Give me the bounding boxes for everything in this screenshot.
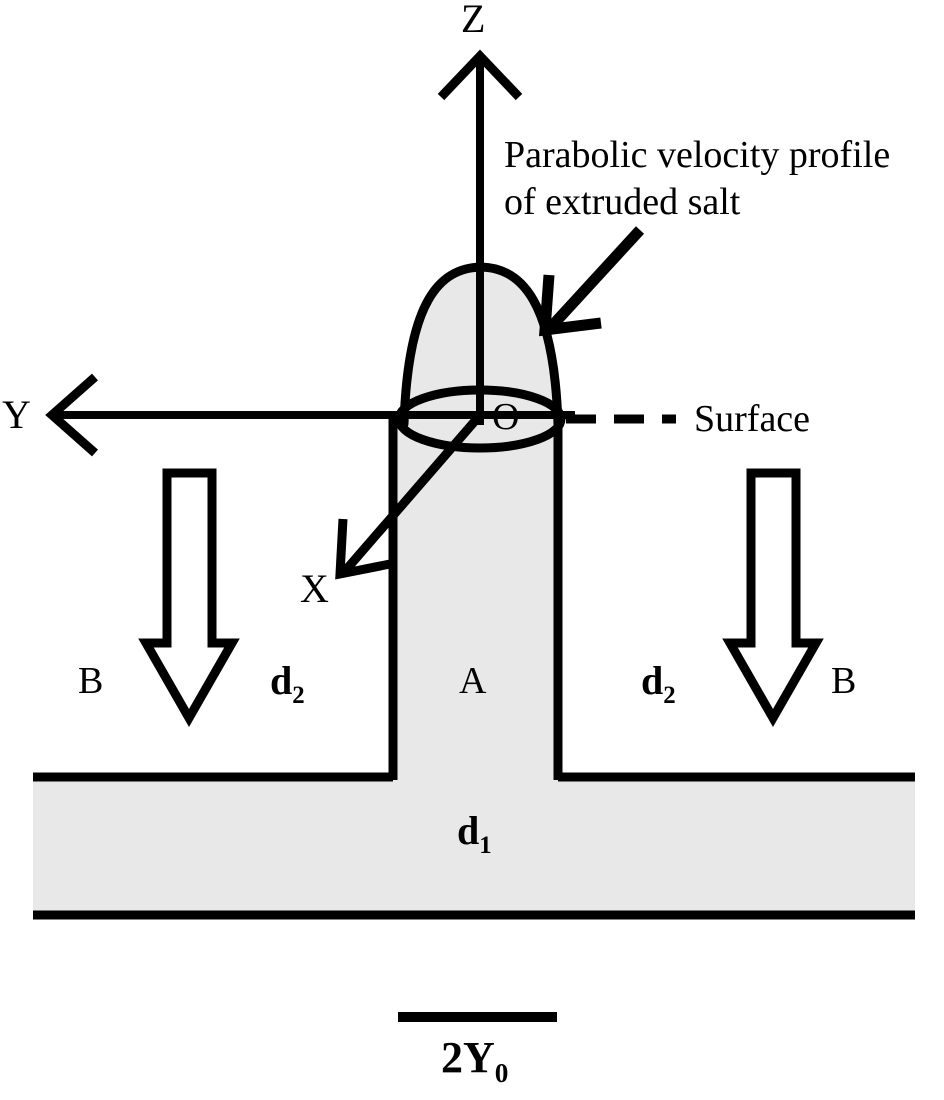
right-downward-block-arrow	[722, 468, 824, 728]
origin-label: O	[492, 396, 520, 438]
velocity-profile-annotation-line2: of extruded salt	[504, 181, 741, 223]
left-downward-block-arrow	[138, 468, 240, 728]
source-layer-thickness-label: d1	[457, 808, 492, 858]
left-overburden-thickness-label: d2	[270, 658, 305, 708]
right-thickness-subscript: 2	[663, 682, 676, 709]
scale-label-subscript: 0	[494, 1057, 509, 1088]
scale-bar-label: 2Y0	[441, 1033, 508, 1086]
z-axis-label: Z	[461, 0, 486, 41]
velocity-profile-annotation-line1: Parabolic velocity profile	[504, 134, 891, 176]
salt-column-fill	[393, 415, 558, 780]
slab-thickness-subscript: 1	[479, 832, 492, 859]
salt-body-fill	[33, 267, 915, 915]
y-axis-arrowhead	[45, 373, 98, 457]
y-axis-label: Y	[2, 392, 31, 437]
velocity-profile-pointer-arrow	[539, 226, 645, 337]
salt-column-outline	[388, 419, 563, 780]
right-thickness-base: d	[641, 658, 664, 703]
right-overburden-label-b: B	[831, 660, 857, 702]
surface-label: Surface	[694, 398, 811, 440]
pointer-arrow-shaft	[546, 226, 645, 331]
left-overburden-label-b: B	[78, 660, 104, 702]
source-layer-outline	[33, 772, 915, 920]
scale-label-prefix: 2Y	[441, 1033, 495, 1082]
salt-column-label-a: A	[459, 660, 487, 702]
pointer-arrow-head	[539, 274, 602, 337]
x-axis-arrowhead	[335, 518, 396, 580]
x-axis-label: X	[300, 566, 329, 611]
slab-thickness-base: d	[457, 808, 480, 853]
y-axis	[45, 373, 575, 457]
x-axis	[335, 411, 485, 580]
right-overburden-thickness-label: d2	[641, 658, 676, 708]
z-axis-arrowhead	[437, 49, 523, 101]
z-axis	[437, 49, 523, 425]
left-thickness-subscript: 2	[292, 682, 305, 709]
source-layer-fill	[33, 777, 915, 915]
left-thickness-base: d	[270, 658, 293, 703]
x-axis-line	[341, 411, 485, 574]
